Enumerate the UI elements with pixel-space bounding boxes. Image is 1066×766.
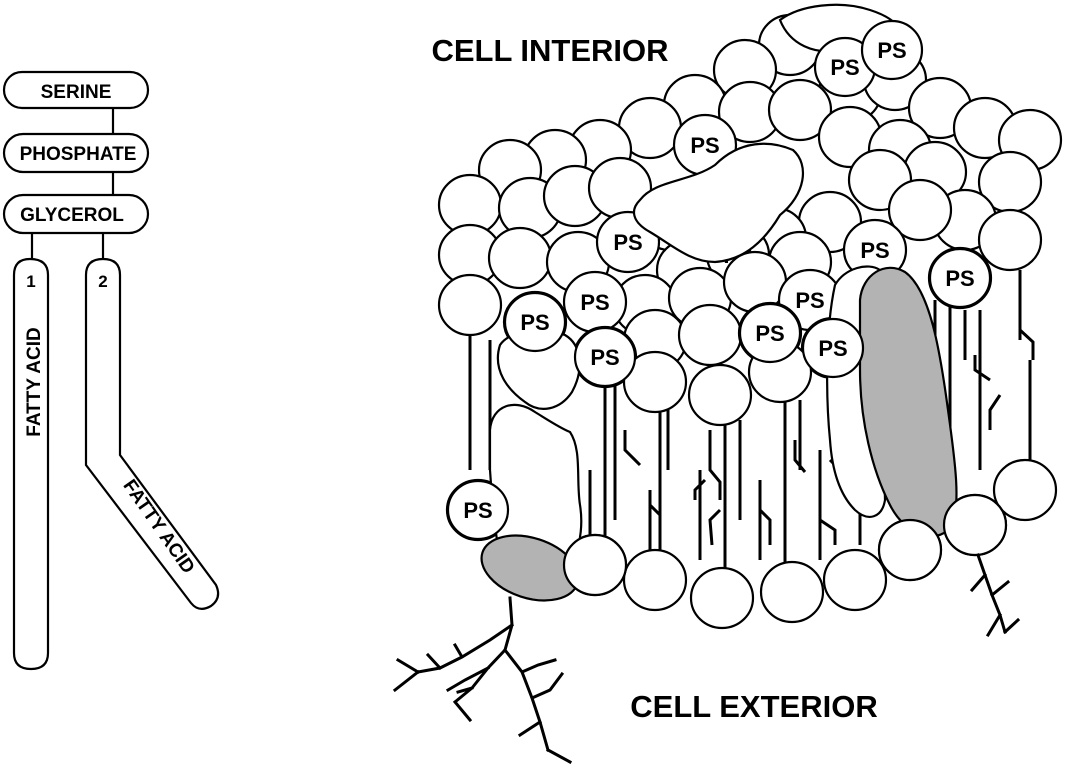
lipid-head-circle [992, 458, 1058, 522]
lipid-tails [468, 270, 1035, 575]
ps-head: PS [503, 291, 567, 353]
ps-front-heads: PS PS PS PS PS PS PS PS [446, 19, 1008, 597]
lipid-head [822, 548, 888, 612]
ps-head-circle [503, 291, 567, 353]
lipid-head-circle [767, 78, 833, 142]
ps-head-circle [573, 326, 637, 388]
fatty-acid-tail [1018, 328, 1035, 360]
ps-head: PS [928, 247, 992, 309]
lipid-head [687, 363, 753, 427]
ps-label: PS [818, 336, 847, 361]
integral-protein-right [858, 266, 958, 538]
lipid-head-circle [887, 178, 953, 242]
carbohydrate-chain-right [969, 553, 1021, 638]
lipid-head-circle [977, 208, 1043, 272]
lipid-head [487, 226, 553, 290]
fatty-acid-chain-1 [12, 257, 50, 671]
fatty-acid-tail [693, 478, 707, 500]
glycerol-label: GLYCEROL [20, 205, 124, 226]
lipid-head [437, 273, 503, 337]
chain-2-number: 2 [98, 272, 107, 291]
lipid-head [622, 548, 688, 612]
ps-label: PS [463, 498, 492, 523]
serine-label: SERINE [41, 82, 112, 103]
ps-label: PS [755, 321, 784, 346]
lipid-head-circle [822, 548, 888, 612]
ps-head: PS [562, 270, 628, 334]
ps-label: PS [795, 288, 824, 313]
lipid-head [759, 560, 825, 624]
lipid-head [887, 178, 953, 242]
fatty-acid-tail [648, 503, 662, 545]
lipid-head-circle [677, 303, 743, 367]
ps-head: PS [738, 302, 802, 364]
lipid-head [622, 350, 688, 414]
lipid-head [689, 566, 755, 630]
lipid-head-circle [942, 493, 1008, 557]
peripheral-protein-top [632, 142, 805, 264]
fatty-acid-tail [973, 355, 991, 382]
chain-1-label: FATTY ACID [24, 327, 45, 436]
ps-head-circle [446, 479, 510, 541]
fatty-acid-tail [708, 430, 722, 500]
lipid-head-circle [622, 350, 688, 414]
ps-label: PS [520, 310, 549, 335]
ps-head: PS [573, 326, 637, 388]
lipid-head [677, 303, 743, 367]
ps-head-circle [738, 302, 802, 364]
cell-exterior-label: CELL EXTERIOR [630, 689, 877, 724]
lipid-head-circle [487, 226, 553, 290]
fatty-acid-tail [988, 394, 1002, 430]
serine-box [2, 70, 150, 110]
carbohydrate-chain-left [392, 596, 573, 765]
ps-label: PS [860, 238, 889, 263]
fatty-acid-tail [819, 518, 837, 545]
transmembrane-protein-left [488, 403, 583, 572]
ps-label: PS [690, 133, 719, 158]
lipid-head [977, 208, 1043, 272]
ps-head: PS [860, 19, 924, 81]
ps-label: PS [877, 38, 906, 63]
ps-head-circle [928, 247, 992, 309]
cell-interior-label: CELL INTERIOR [431, 33, 668, 68]
ps-label: PS [830, 55, 859, 80]
fatty-acid-tail [793, 440, 807, 473]
chain-1-number: 1 [26, 272, 35, 291]
ps-label: PS [945, 266, 974, 291]
phosphate-box [2, 132, 150, 174]
lipid-head-circle [562, 533, 628, 597]
ps-head-circle [860, 19, 924, 81]
ps-label: PS [613, 230, 642, 255]
lipid-head-circle [437, 273, 503, 337]
ps-head: PS [446, 479, 510, 541]
phosphate-label: PHOSPHATE [20, 144, 137, 165]
chain-2-label: FATTY ACID [119, 476, 199, 578]
ps-label: PS [580, 290, 609, 315]
fatty-acid-tail [758, 508, 772, 545]
phospholipid-structure: SERINE PHOSPHATE GLYCEROL 1 FATTY ACID 2… [2, 70, 220, 671]
lipid-head-circle [689, 566, 755, 630]
fatty-acid-tail [708, 508, 722, 546]
ps-head: PS [801, 317, 865, 379]
ps-head-circle [801, 317, 865, 379]
lipid-head-circle [759, 560, 825, 624]
fatty-acid-chain-2 [84, 257, 220, 610]
fatty-acid-tail [623, 430, 642, 467]
lipid-head [992, 458, 1058, 522]
lipid-head-circle [877, 518, 943, 582]
lipid-head [767, 78, 833, 142]
ps-label: PS [590, 345, 619, 370]
lipid-head-circle [622, 548, 688, 612]
glycerol-box [2, 193, 150, 235]
lipid-head-circle [687, 363, 753, 427]
